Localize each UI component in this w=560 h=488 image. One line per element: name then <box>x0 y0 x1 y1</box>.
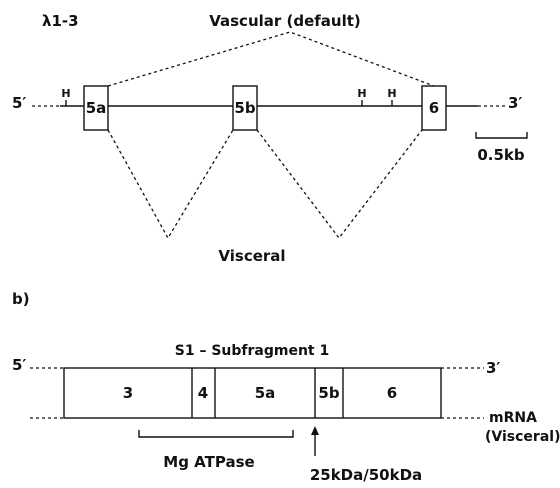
scale-label: 0.5kb <box>477 146 525 164</box>
gene-three-prime: 3′ <box>508 94 522 112</box>
visceral-splice-path-1 <box>107 129 234 240</box>
atpase-bracket <box>138 430 294 438</box>
mrna-five-prime: 5′ <box>12 356 26 374</box>
exon-6-label: 6 <box>429 99 439 117</box>
gene-five-prime: 5′ <box>12 94 26 112</box>
segment-4-label: 4 <box>198 384 208 402</box>
mrna-sub-label: (Visceral) <box>485 429 560 445</box>
exon-5a-label: 5a <box>86 99 107 117</box>
subfragment-title: S1 – Subfragment 1 <box>175 343 329 359</box>
vascular-splice-path <box>107 31 435 87</box>
mrna-label: mRNA <box>489 410 537 426</box>
restriction-site-h3-label: H <box>387 87 396 100</box>
mrna-three-prime: 3′ <box>486 359 500 377</box>
segment-3-label: 3 <box>123 384 133 402</box>
restriction-site-h1-label: H <box>61 87 70 100</box>
segment-5b-label: 5b <box>318 384 339 402</box>
panel-b-label: b) <box>12 290 30 308</box>
segment-5a-label: 5a <box>255 384 276 402</box>
vascular-label: Vascular (default) <box>209 12 361 30</box>
exon-6-box <box>421 85 447 131</box>
cleavage-label: 25kDa/50kDa <box>310 466 422 484</box>
visceral-label: Visceral <box>218 247 285 265</box>
exon-5b-label: 5b <box>234 99 255 117</box>
scale-bar <box>475 132 528 139</box>
restriction-site-h2-label: H <box>357 87 366 100</box>
visceral-splice-path-2 <box>256 129 423 240</box>
clone-label: λ1-3 <box>42 12 79 30</box>
mrna-bar <box>63 367 442 419</box>
exon-5b-box <box>232 85 258 131</box>
atpase-label: Mg ATPase <box>163 453 254 471</box>
exon-5a-box <box>83 85 109 131</box>
cleavage-arrowhead <box>311 426 319 435</box>
segment-6-label: 6 <box>387 384 397 402</box>
